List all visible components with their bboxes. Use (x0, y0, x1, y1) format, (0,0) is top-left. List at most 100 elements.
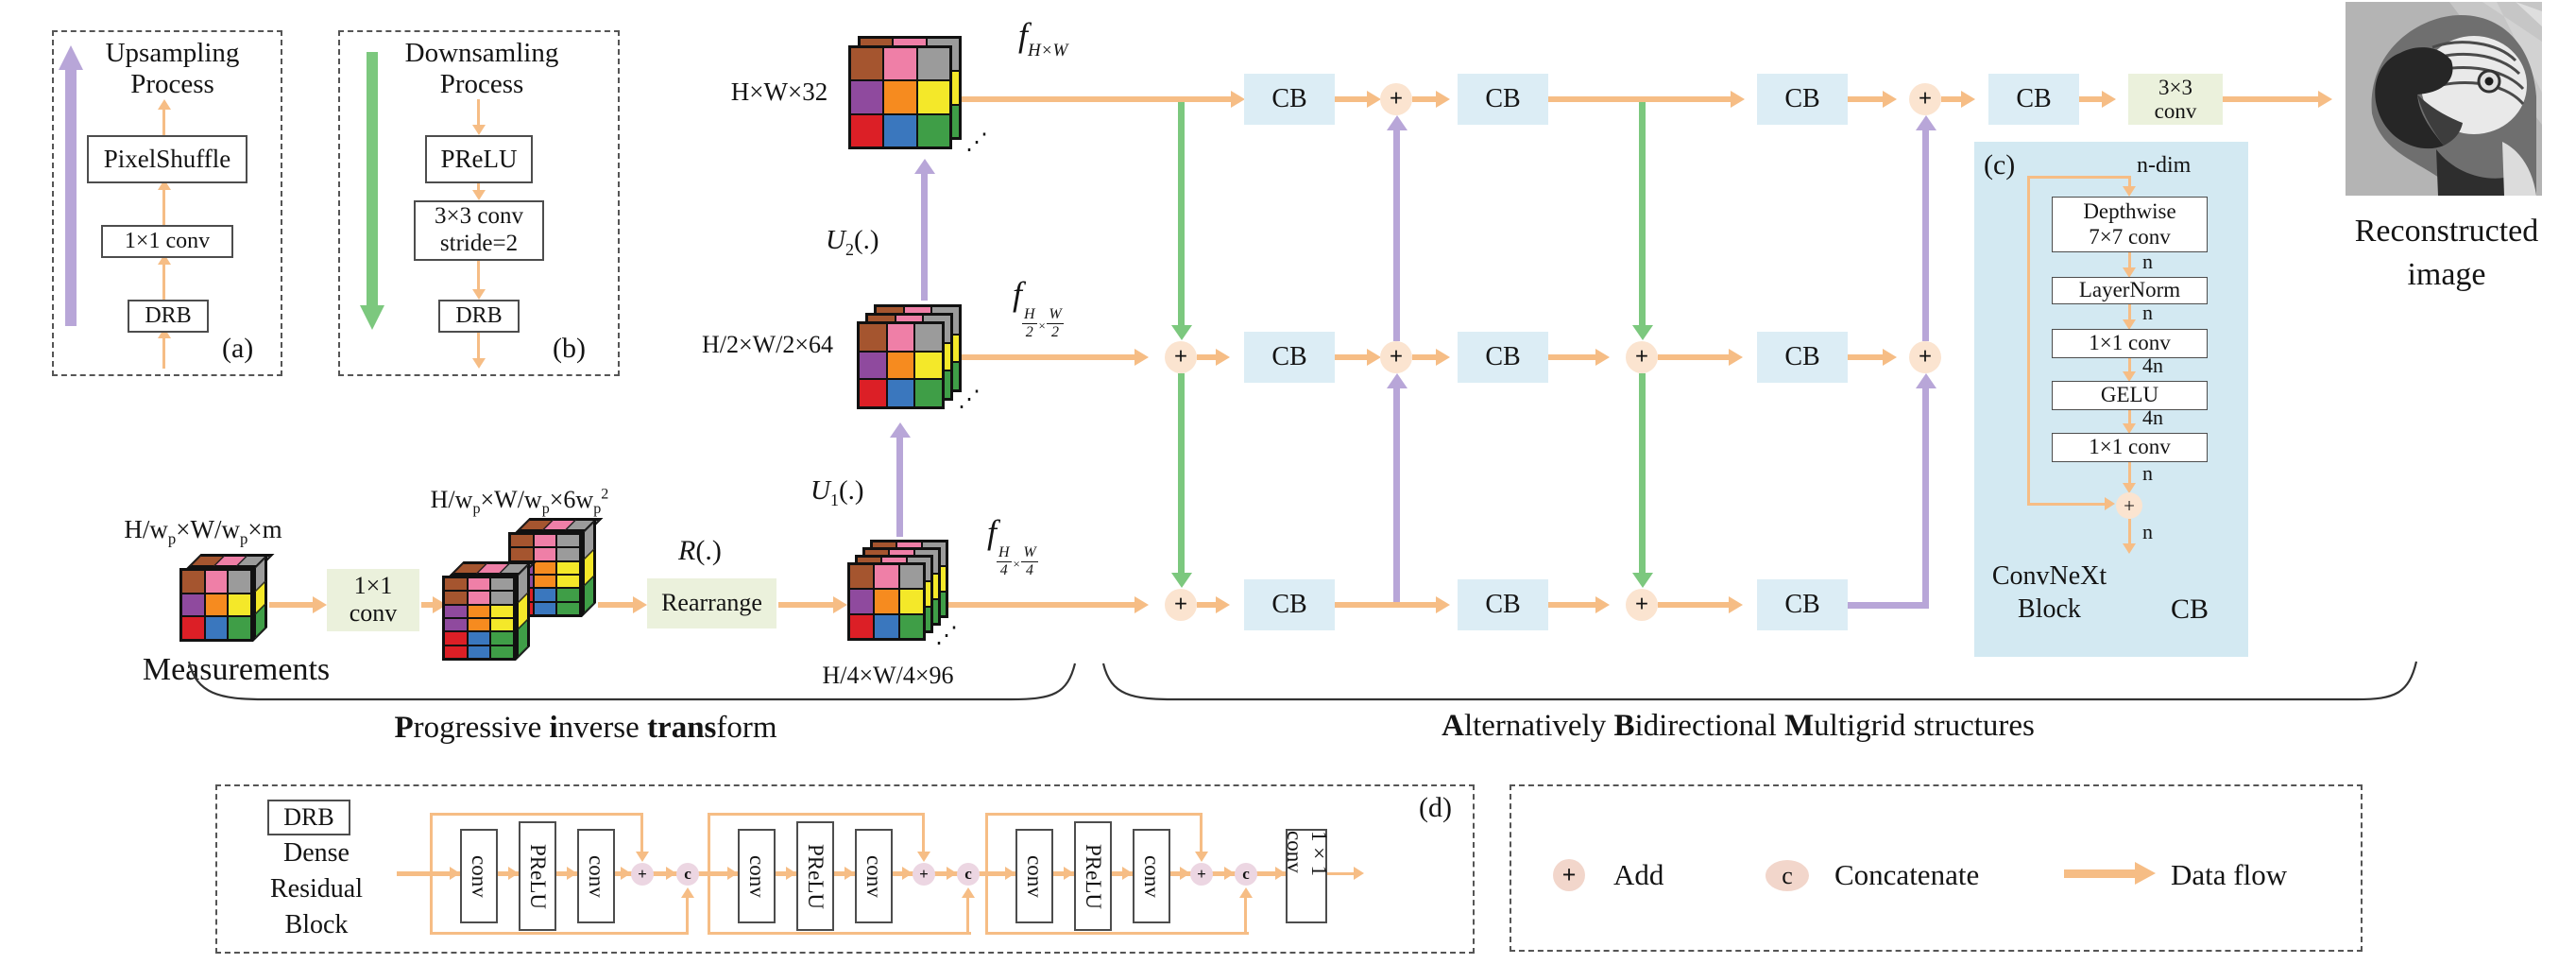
skip-line (985, 876, 988, 934)
skip-line (708, 813, 925, 816)
upsample-big-arrow-icon (59, 45, 83, 70)
flow-line (2128, 250, 2131, 267)
conv-box: conv (738, 829, 776, 923)
data-flow-arrowhead (1729, 596, 1743, 613)
data-flow-line (1412, 354, 1436, 360)
skip-line (708, 932, 971, 935)
data-flow-line (778, 602, 833, 608)
dim-label: 4n (2142, 405, 2163, 429)
flow-arrowhead (1122, 867, 1133, 880)
upsample-op-2-label: U2(.) (826, 225, 879, 259)
add-node: + (1909, 83, 1941, 115)
flow-arrowhead (2123, 371, 2136, 382)
flow-arrowhead (472, 358, 486, 369)
flow-arrowhead (621, 867, 631, 880)
flow-arrowhead (472, 190, 486, 200)
feature-label-full: fH×W (1018, 16, 1068, 60)
flow-arrowhead (2123, 483, 2136, 493)
upsample-line (921, 174, 928, 301)
data-flow-arrowhead (1367, 349, 1381, 366)
data-flow-arrowhead (833, 596, 847, 613)
data-flow-line (1197, 602, 1216, 608)
data-flow-line (1548, 602, 1595, 608)
rearrange-box: Rearrange (647, 578, 776, 628)
upsample-op-1-label: U1(.) (810, 475, 864, 509)
cb-block: CB (1757, 579, 1848, 630)
flow-arrowhead (902, 867, 913, 880)
data-flow-arrowhead (1436, 596, 1450, 613)
skip-line (430, 932, 689, 935)
add-node: + (1380, 83, 1412, 115)
add-node-drb: + (631, 863, 654, 886)
downsample-arrowhead (1171, 573, 1192, 588)
reconstructed-image (2346, 2, 2542, 196)
data-flow-line (1197, 354, 1216, 360)
data-flow-line (1848, 354, 1883, 360)
data-flow-line (1412, 96, 1436, 102)
flow-arrowhead (158, 99, 171, 110)
flow-line (162, 110, 165, 135)
downsample-line (1639, 102, 1646, 325)
flow-arrowhead (2123, 319, 2136, 330)
panel-c-label: (c) (1984, 149, 2016, 181)
data-flow-arrowhead (633, 596, 647, 613)
ndim-label: n-dim (2137, 153, 2192, 178)
ellipsis-dots: ⋰ (935, 624, 958, 648)
flow-arrowhead (158, 328, 171, 338)
conv-box: conv (1133, 829, 1170, 923)
data-flow-arrowhead (2102, 91, 2116, 108)
legend-dataflow-arrow (2064, 869, 2135, 878)
upsample-elbow-line (1848, 602, 1929, 609)
conv1x1-box-c1: 1×1 conv (2052, 329, 2208, 358)
measurements-dim-label: H/wp×W/wp×m (124, 515, 282, 548)
data-flow-line (1335, 602, 1436, 608)
upsample-arrowhead (1387, 373, 1407, 388)
feature-cube-half (857, 304, 962, 409)
add-node: + (1626, 341, 1658, 373)
flow-arrowhead (1064, 867, 1074, 880)
downsample-big-arrow-icon (360, 305, 384, 330)
flow-arrowhead (1224, 867, 1235, 880)
panel-a-box (52, 30, 282, 376)
flow-arrowhead (450, 867, 460, 880)
ellipsis-dots: ⋰ (958, 387, 981, 412)
flow-arrowhead (1005, 867, 1015, 880)
skip-line (430, 813, 643, 816)
data-flow-arrowhead (1883, 91, 1897, 108)
parrot-image (2346, 2, 2542, 196)
drb-title-box: DRB (267, 800, 350, 835)
flow-arrowhead (508, 867, 519, 880)
downsample-arrowhead (1632, 573, 1653, 588)
add-node-drb: + (1190, 863, 1213, 886)
skip-arrowhead (681, 887, 694, 898)
cb-block: CB (1988, 74, 2079, 125)
cb-block: CB (1244, 332, 1335, 383)
flow-line (477, 257, 480, 289)
skip-line (708, 815, 710, 871)
skip-line (985, 932, 1249, 935)
panel-d-label: (d) (1419, 792, 1452, 823)
downsample-big-arrow-line (367, 52, 378, 305)
flow-arrowhead (2123, 423, 2136, 434)
data-flow-line (269, 602, 313, 608)
data-flow-arrowhead (313, 596, 327, 613)
dim-label: n (2142, 250, 2153, 273)
flow-line (477, 328, 480, 358)
data-flow-line (948, 602, 1134, 608)
data-flow-line (598, 602, 633, 608)
data-flow-arrowhead (1134, 596, 1149, 613)
skip-line (966, 898, 969, 932)
convnext-cb-label: CB (2171, 594, 2209, 625)
skip-line (430, 815, 433, 871)
legend-dataflow-label: Data flow (2171, 858, 2288, 891)
dim-label: 4n (2142, 353, 2163, 377)
skip-line (430, 876, 433, 934)
data-flow-arrowhead (1729, 349, 1743, 366)
data-flow-arrowhead (1961, 91, 1975, 108)
upsample-arrowhead (890, 422, 911, 438)
